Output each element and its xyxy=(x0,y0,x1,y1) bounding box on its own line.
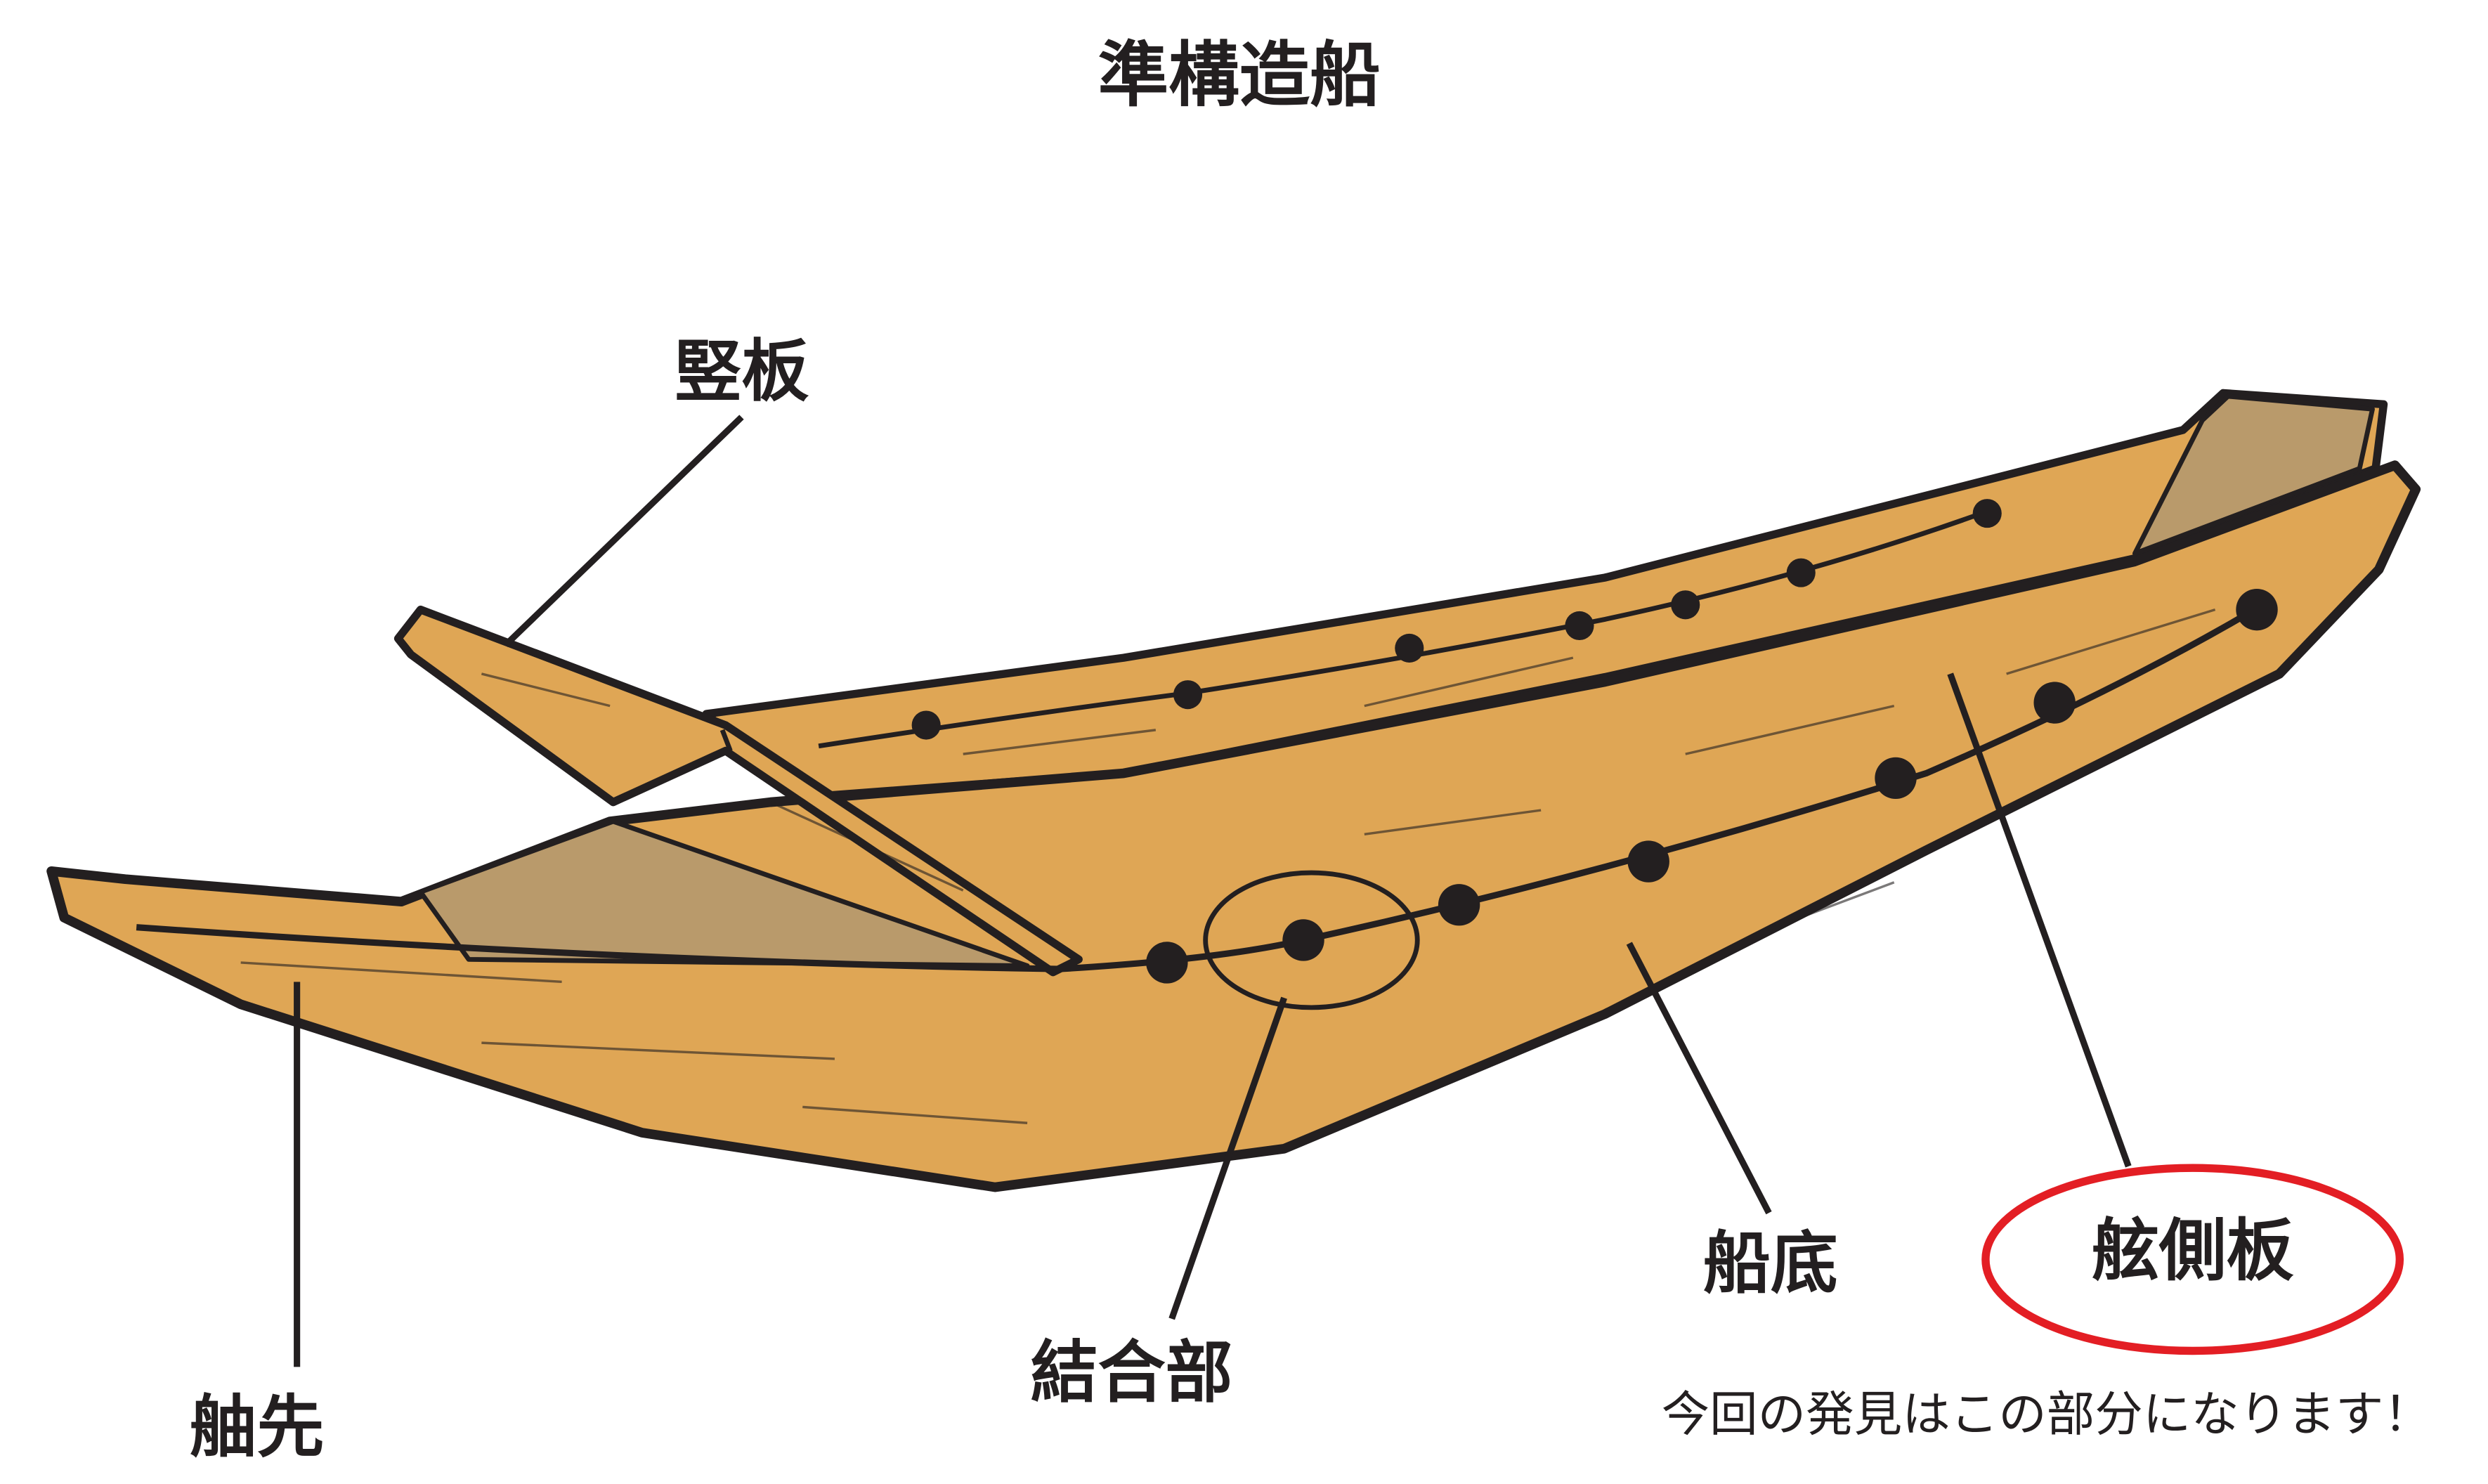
main-hull xyxy=(46,460,2421,1192)
label-gensokuban: 舷側板 xyxy=(2092,1211,2294,1290)
wood-grain xyxy=(240,608,2216,1124)
discovery-note: 今回の発見はこの部分になります！ xyxy=(1662,1387,2432,1443)
diagram-title: 準構造船 xyxy=(1098,34,1381,117)
label-hesaki: 舳先 xyxy=(190,1388,325,1466)
label-ketsugobu: 結合部 xyxy=(1031,1333,1233,1412)
joint-highlight-ellipse xyxy=(1203,870,1420,1010)
label-tateita: 竪板 xyxy=(675,332,809,411)
boat-illustration xyxy=(46,389,2421,1192)
label-sentei: 船底 xyxy=(1703,1224,1838,1303)
transom-board xyxy=(393,605,1083,977)
highlight-circle xyxy=(1981,1164,2404,1355)
leader-lines xyxy=(294,415,2132,1367)
joint-dots xyxy=(911,499,2278,984)
stern-interior xyxy=(2132,393,2375,556)
